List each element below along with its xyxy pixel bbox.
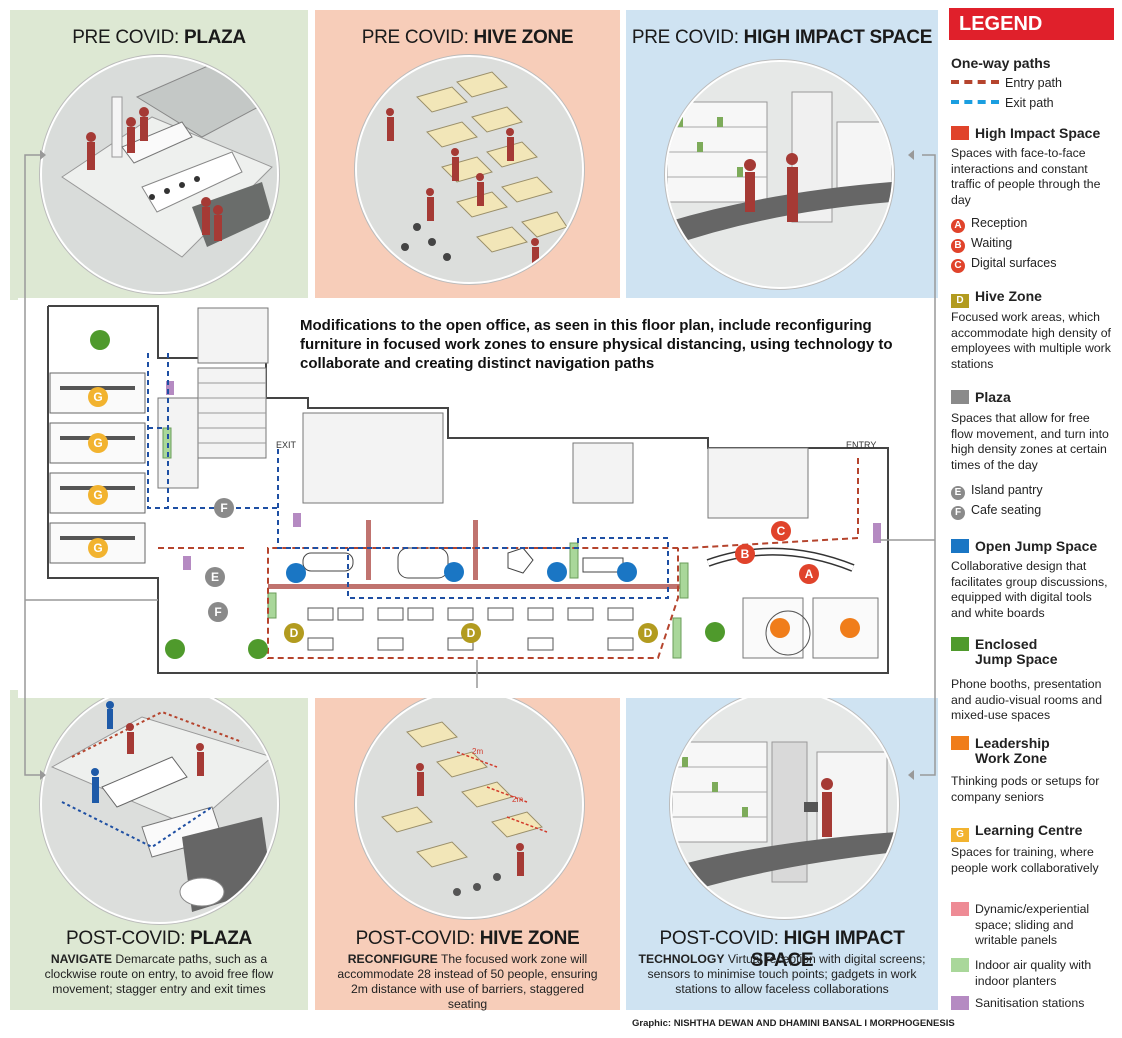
hive-dim-label-1: 2m [472, 747, 483, 756]
entry-path-swatch [951, 80, 999, 84]
legend-entry-path: Entry path [951, 76, 1062, 91]
legend-oneway-heading: One-way paths [951, 55, 1051, 71]
exit-path-swatch [951, 100, 999, 104]
legend: LEGEND One-way paths Entry path Exit pat… [946, 8, 1118, 1020]
hive-dim-label-2: 2m [512, 795, 523, 804]
legend-learning-desc: Spaces for training, where people work c… [951, 845, 1099, 875]
legend-high-impact: High Impact Space [951, 126, 1100, 141]
legend-open-jump: Open Jump Space [951, 539, 1097, 554]
floor-plan-headline: Modifications to the open office, as see… [300, 317, 893, 372]
post-hive-title: POST-COVID: HIVE ZONE [355, 928, 580, 949]
post-hive-illustration: 2m 2m [355, 690, 584, 919]
legend-exit-path: Exit path [951, 96, 1054, 111]
hive-caption: RECONFIGURE The focused work zone will a… [337, 952, 598, 1011]
legend-dynamic: Dynamic/experiential space; sliding and … [951, 902, 1117, 949]
post-impact-illustration [670, 690, 899, 919]
post-plaza-illustration [40, 685, 279, 924]
credit: Graphic: NISHTHA DEWAN AND DHAMINI BANSA… [632, 1018, 955, 1029]
pre-impact-illustration [665, 60, 894, 289]
legend-open-jump-desc: Collaborative design that facilitates gr… [951, 559, 1108, 620]
plaza-caption: NAVIGATE Demarcate paths, such as a cloc… [44, 952, 274, 996]
legend-sanitisation: Sanitisation stations [951, 996, 1117, 1012]
legend-air: Indoor air quality with indoor planters [951, 958, 1117, 989]
legend-title: LEGEND [949, 8, 1114, 40]
legend-high-impact-desc: Spaces with face-to-face interactions an… [951, 146, 1101, 207]
legend-enclosed-jump-desc: Phone booths, presentation and audio-vis… [951, 677, 1103, 722]
pre-hive-illustration [355, 55, 584, 284]
pre-plaza-illustration [40, 55, 279, 294]
legend-leadership-desc: Thinking pods or setups for company seni… [951, 774, 1100, 804]
pre-impact-title: PRE COVID: HIGH IMPACT SPACE [631, 27, 933, 48]
post-plaza-title: POST-COVID: PLAZA [66, 928, 252, 949]
legend-hive-desc: Focused work areas, which accommodate hi… [951, 310, 1111, 371]
entry-label: ENTRY [846, 440, 876, 450]
exit-label: EXIT [276, 440, 297, 450]
pre-plaza-title: PRE COVID: PLAZA [72, 27, 246, 48]
post-impact-title: POST-COVID: HIGH IMPACT SPACE [659, 928, 905, 971]
pre-hive-title: PRE COVID: HIVE ZONE [361, 27, 574, 48]
impact-caption: TECHNOLOGY Virtual reception with digita… [638, 952, 926, 996]
legend-plaza: Plaza [951, 390, 1011, 405]
legend-plaza-desc: Spaces that allow for free flow movement… [951, 411, 1109, 472]
